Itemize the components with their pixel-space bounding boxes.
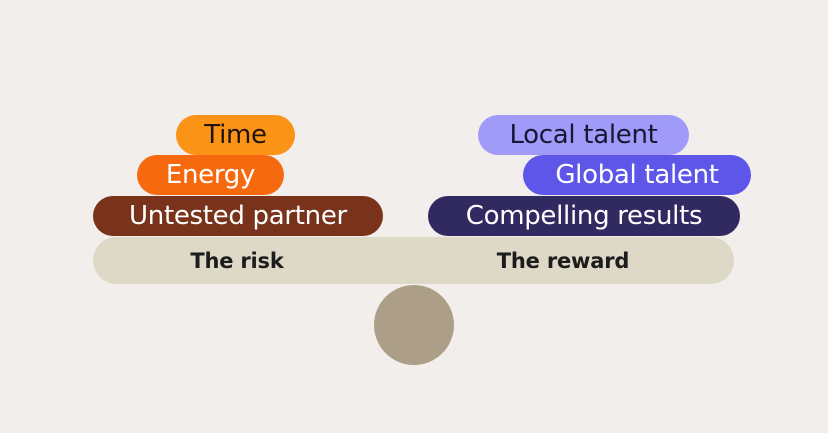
reward-pill-global-talent: Global talent [523, 155, 751, 195]
scale-fulcrum [374, 285, 454, 365]
reward-pill-local-talent: Local talent [478, 115, 689, 155]
scale-beam [93, 237, 734, 284]
reward-pill-compelling-results: Compelling results [428, 196, 740, 236]
risk-label: The risk [190, 248, 284, 273]
reward-label: The reward [496, 248, 630, 273]
risk-pill-time: Time [176, 115, 295, 155]
risk-pill-untested-partner: Untested partner [93, 196, 383, 236]
risk-pill-energy: Energy [137, 155, 284, 195]
